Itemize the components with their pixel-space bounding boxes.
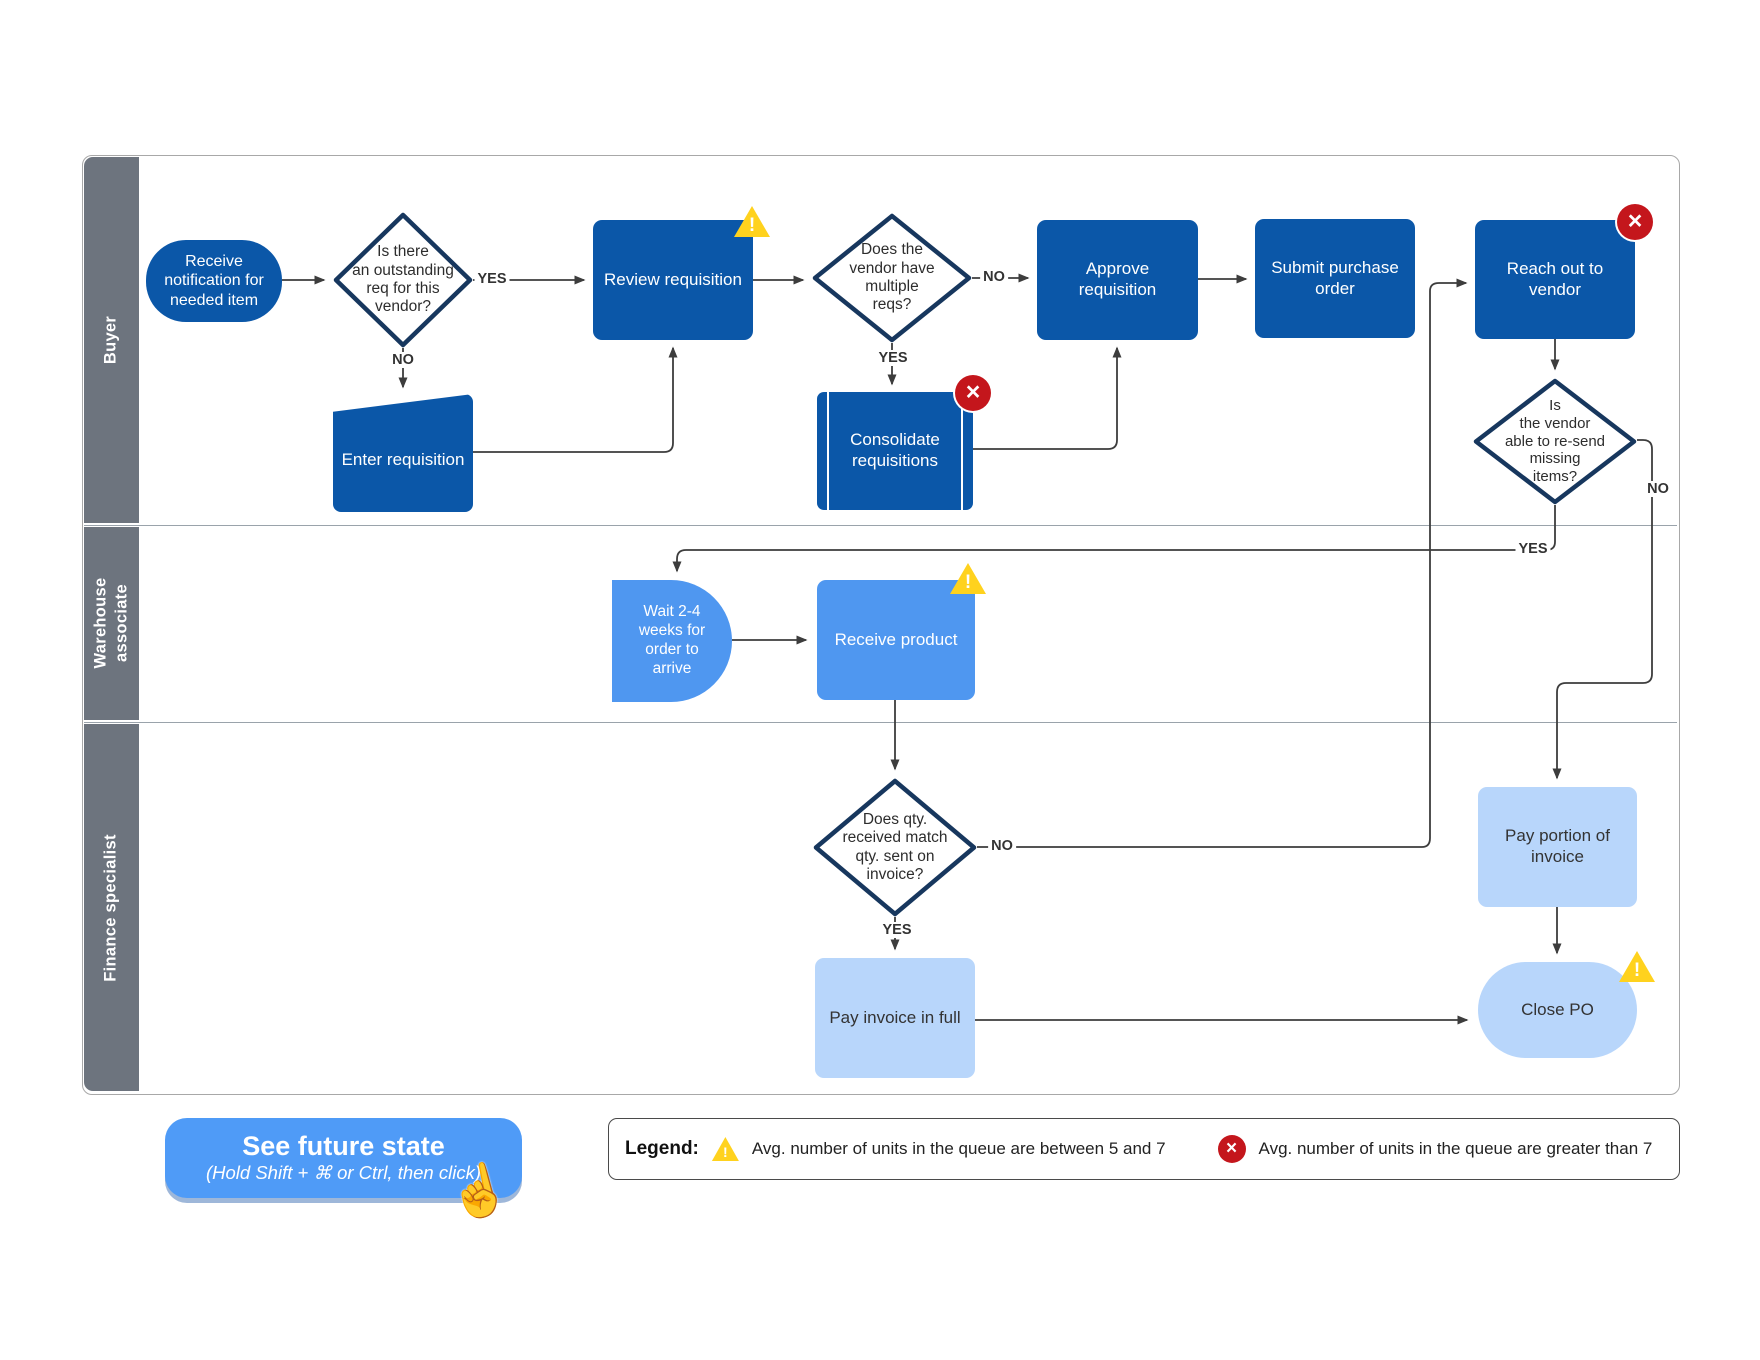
node-pay-invoice-in-full[interactable]: Pay invoice in full [815,958,975,1078]
legend-error-text: Avg. number of units in the queue are gr… [1258,1139,1653,1158]
lane-bar-finance [84,724,139,1091]
node-label: Wait 2-4 weeks for order to arrive [638,603,706,677]
node-receive-notification[interactable]: Receive notification for needed item [146,240,282,322]
node-label: Submit purchase order [1271,257,1399,298]
legend-title: Legend: [625,1138,699,1159]
node-label: Receive notification for needed item [164,252,264,309]
legend: Legend: ! Avg. number of units in the qu… [608,1118,1680,1180]
lane-separator [84,722,1677,723]
node-review-requisition[interactable]: Review requisition [593,220,753,340]
decision-outstanding-req[interactable]: Is there an outstanding req for this ven… [333,212,473,348]
lane-bar-warehouse [84,527,139,720]
node-label: Enter requisition [341,449,465,469]
edge-label-yes: YES [474,271,510,287]
node-wait-for-order[interactable]: Wait 2-4 weeks for order to arrive [612,580,732,702]
node-pay-portion-of-invoice[interactable]: Pay portion of invoice [1478,787,1637,907]
node-enter-requisition[interactable]: Enter requisition [333,394,473,512]
diamond-shape [1473,378,1637,505]
node-label: Approve requisition [1078,259,1157,299]
error-badge-icon: × [955,375,991,411]
lane-label-warehouse: Warehouse associate [91,577,130,669]
node-label: Consolidate requisitions [850,430,940,470]
node-receive-product[interactable]: Receive product [817,580,975,700]
node-label: Pay invoice in full [829,1007,961,1027]
node-reach-out-to-vendor[interactable]: Reach out to vendor [1475,220,1635,339]
edge-label-yes: YES [1515,541,1551,557]
legend-warning-text: Avg. number of units in the queue are be… [751,1139,1166,1158]
decision-qty-match[interactable]: Does qty. received match qty. sent on in… [813,778,977,917]
lane-separator [84,525,1677,526]
edge-label-no: NO [1644,481,1672,497]
decision-vendor-resend-items[interactable]: Is the vendor able to re-send missing it… [1473,378,1637,505]
node-label: Receive product [834,629,958,649]
edge-label-yes: YES [875,350,911,366]
node-consolidate-requisitions[interactable]: Consolidate requisitions [817,392,973,510]
lane-bar-buyer [84,157,139,523]
decision-vendor-multiple-reqs[interactable]: Does the vendor have multiple reqs? [812,213,972,343]
see-future-state-button[interactable]: See future state (Hold Shift + ⌘ or Ctrl… [165,1118,522,1198]
node-label: Is there an outstanding req for this ven… [352,243,454,316]
node-label: Reach out to vendor [1506,258,1604,299]
edge-label-no: NO [389,352,417,368]
error-legend-icon: × [1217,1135,1246,1163]
edge-label-no: NO [980,269,1008,285]
warning-legend-icon: ! [711,1137,739,1161]
button-title: See future state [242,1131,445,1162]
node-submit-purchase-order[interactable]: Submit purchase order [1255,219,1415,338]
node-close-po[interactable]: Close PO [1478,962,1637,1058]
node-approve-requisition[interactable]: Approve requisition [1037,220,1198,340]
diamond-shape [813,778,977,917]
diamond-shape [812,213,972,343]
lane-label-buyer: Buyer [101,315,120,365]
node-label: Does qty. received match qty. sent on in… [842,810,948,883]
diamond-shape [333,212,473,348]
edge-label-yes: YES [879,922,915,938]
lane-label-finance: Finance specialist [101,834,120,982]
button-subtitle: (Hold Shift + ⌘ or Ctrl, then click) [205,1162,481,1184]
node-label: Close PO [1521,999,1594,1019]
node-label: Is the vendor able to re-send missing it… [1504,397,1606,486]
error-badge-icon: × [1617,204,1653,240]
node-label: Does the vendor have multiple reqs? [849,241,935,314]
node-label: Review requisition [604,269,742,289]
node-label: Pay portion of invoice [1505,826,1610,866]
edge-label-no: NO [988,838,1016,854]
